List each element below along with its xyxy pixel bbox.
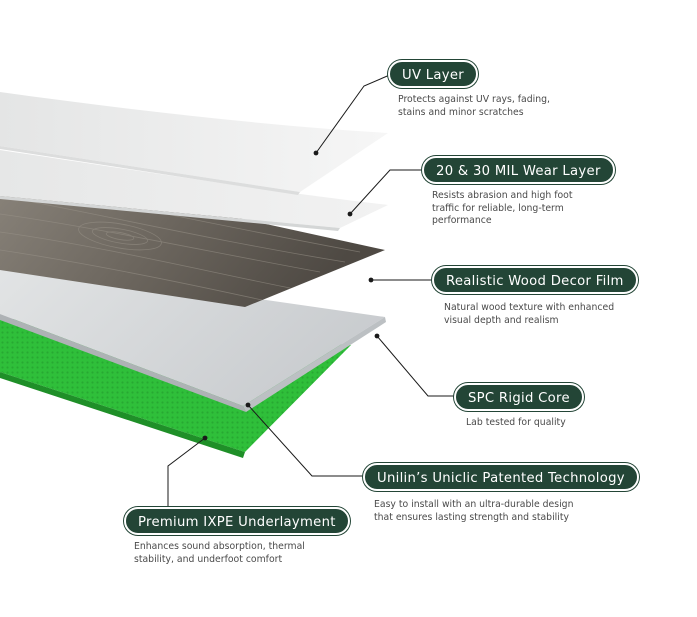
wood-decor-description: Natural wood texture with enhanced visua… — [444, 302, 615, 326]
leader-dots — [202, 150, 380, 441]
leader-line-wear — [349, 169, 426, 215]
uniclic-label: Unilin’s Uniclic Patented Technology — [363, 463, 639, 491]
rigid-core-layer — [0, 262, 386, 412]
leader-lines — [125, 73, 454, 521]
underlayment-description: Enhances sound absorption, thermal stabi… — [134, 541, 305, 565]
uniclic-description: Easy to install with an ultra-durable de… — [374, 499, 574, 523]
uv-layer — [0, 92, 388, 195]
leader-line-uv — [315, 73, 393, 154]
wear-layer-description: Resists abrasion and high foot traffic f… — [432, 190, 573, 226]
wear-layer-label: 20 & 30 MIL Wear Layer — [422, 156, 615, 184]
uv-layer-description: Protects against UV rays, fading, stains… — [398, 94, 550, 118]
wear-layer — [0, 150, 388, 231]
underlayment-label: Premium IXPE Underlayment — [124, 507, 350, 535]
uv-layer-label: UV Layer — [388, 60, 479, 88]
leader-line-uniclic — [247, 404, 368, 477]
wood-decor-label: Realistic Wood Decor Film — [432, 266, 638, 294]
leader-line-core — [376, 335, 454, 397]
rigid-core-description: Lab tested for quality — [466, 417, 566, 428]
rigid-core-label: SPC Rigid Core — [454, 383, 584, 411]
